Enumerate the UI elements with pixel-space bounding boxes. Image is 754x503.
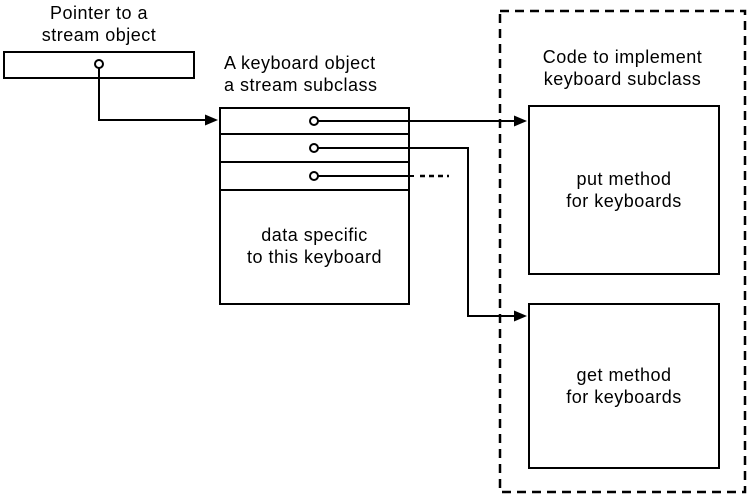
put-method-label: put method for keyboards — [566, 169, 682, 211]
pointer-label: Pointer to a stream object — [41, 3, 157, 45]
arrowhead-pointer-to-keyboard — [205, 114, 218, 126]
arrow-pointer-to-keyboard — [98, 68, 206, 121]
get-method-label: get method for keyboards — [566, 365, 682, 407]
keyboard-object-title: A keyboard object a stream subclass — [224, 53, 378, 95]
code-region-dashed-border — [498, 9, 747, 494]
arrowhead-slot1-to-put — [514, 115, 527, 127]
slot-circle-3 — [309, 171, 319, 181]
connector-slot2-to-get — [318, 147, 514, 317]
keyboard-object-box — [219, 107, 410, 305]
code-region-title: Code to implement keyboard subclass — [542, 47, 703, 89]
put-method-box — [528, 105, 720, 275]
pointer-slot-circle — [94, 59, 104, 69]
keyboard-data-label: data specific to this keyboard — [246, 225, 383, 267]
arrowhead-slot2-to-get — [514, 310, 527, 322]
get-method-box — [528, 303, 720, 469]
slot-circle-1 — [309, 116, 319, 126]
slot-circle-2 — [309, 143, 319, 153]
